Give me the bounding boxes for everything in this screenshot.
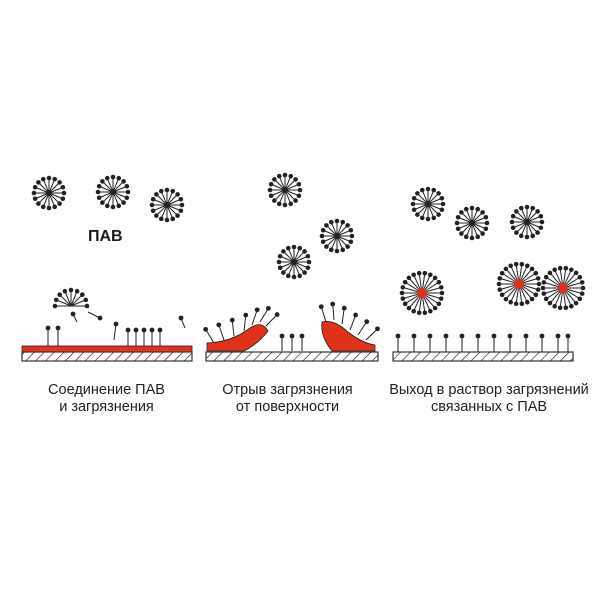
adsorbed-molecule-1-4	[133, 327, 139, 346]
wrapping-molecule-2-5	[251, 307, 260, 326]
micelle-2-2	[319, 218, 355, 254]
adsorbed-molecule-2-1	[279, 333, 285, 351]
wrapping-molecule-2-8	[318, 304, 327, 323]
wrapping-molecule-2-11	[349, 312, 359, 331]
adsorbed-molecule-3-1	[395, 333, 401, 352]
caption-stage-2: Отрыв загрязнения от поверхности	[195, 382, 380, 416]
adsorbed-molecule-3-6	[475, 333, 481, 352]
caption-stage-2-line-1: Отрыв загрязнения	[222, 382, 353, 398]
adsorbed-molecule-1-6	[149, 327, 155, 346]
micelle-3-3	[509, 204, 545, 240]
substrate-2	[205, 351, 379, 362]
micelle-2-1	[267, 172, 303, 208]
micelle-1-1	[31, 175, 67, 211]
adsorbed-molecule-2-3	[299, 333, 305, 351]
micelle-3-1	[410, 186, 446, 222]
adsorbed-molecule-2-2	[289, 333, 295, 351]
adsorbed-molecule-3-2	[411, 333, 417, 352]
dirt-micelle-3-3	[540, 265, 586, 311]
wrapping-molecule-2-13	[365, 326, 380, 341]
micelle-2-3	[276, 244, 312, 280]
adsorbed-molecule-1-7	[157, 327, 163, 346]
adsorbed-molecule-3-8	[507, 333, 513, 352]
wrapping-molecule-2-10	[341, 305, 347, 325]
adsorbed-molecule-3-5	[459, 333, 465, 352]
adsorbed-molecule-1-3	[125, 327, 131, 346]
wrapping-molecule-2-6	[259, 305, 271, 323]
lifting-dirt-2-1	[206, 324, 269, 352]
wrapping-molecule-2-7	[265, 312, 280, 327]
adsorbed-molecule-3-10	[539, 333, 545, 352]
surfactant-label: ПАВ	[88, 228, 123, 245]
adsorbed-molecule-1-1	[45, 325, 51, 346]
free-molecule-1-1	[87, 311, 103, 321]
free-molecule-1-4	[178, 315, 186, 329]
free-molecule-1-3	[113, 321, 119, 341]
caption-stage-1-line-2: и загрязнения	[59, 399, 154, 415]
adsorbed-molecule-1-2	[55, 325, 61, 346]
dirt-micelle-3-1	[399, 270, 445, 316]
substrate-1	[21, 351, 193, 362]
caption-stage-3-line-1: Выход в раствор загрязнений	[389, 382, 589, 398]
caption-stage-1-line-1: Соединение ПАВ	[48, 382, 165, 398]
caption-stage-3-line-2: связанных с ПАВ	[430, 399, 548, 415]
wrapping-molecule-2-3	[229, 317, 235, 337]
micelle-1-3	[149, 187, 185, 223]
surfactant-fan-1	[52, 287, 90, 309]
dirt-layer-1	[21, 345, 193, 353]
wrapping-molecule-2-1	[203, 326, 215, 344]
adsorbed-molecule-3-9	[523, 333, 529, 352]
caption-stage-2-line-2: от поверхности	[235, 399, 340, 415]
caption-stage-1: Соединение ПАВ и загрязнения	[14, 382, 199, 416]
adsorbed-molecule-3-7	[491, 333, 497, 352]
adsorbed-molecule-3-11	[555, 333, 561, 352]
lifting-dirt-2-2	[321, 321, 376, 352]
free-molecule-1-2	[70, 311, 78, 323]
wrapping-molecule-2-4	[243, 312, 249, 332]
wrapping-molecule-2-9	[330, 301, 336, 321]
adsorbed-molecule-3-3	[427, 333, 433, 352]
substrate-3	[392, 351, 574, 362]
adsorbed-molecule-3-4	[443, 333, 449, 352]
wrapping-molecule-2-12	[357, 319, 370, 336]
micelle-1-2	[95, 174, 131, 210]
micelle-3-2	[454, 205, 490, 241]
caption-stage-3: Выход в раствор загрязнений связанных с …	[378, 382, 600, 416]
adsorbed-molecule-1-5	[141, 327, 147, 346]
dirt-micelle-3-2	[496, 261, 542, 307]
wrapping-molecule-2-2	[216, 322, 225, 341]
adsorbed-molecule-3-12	[565, 333, 571, 352]
